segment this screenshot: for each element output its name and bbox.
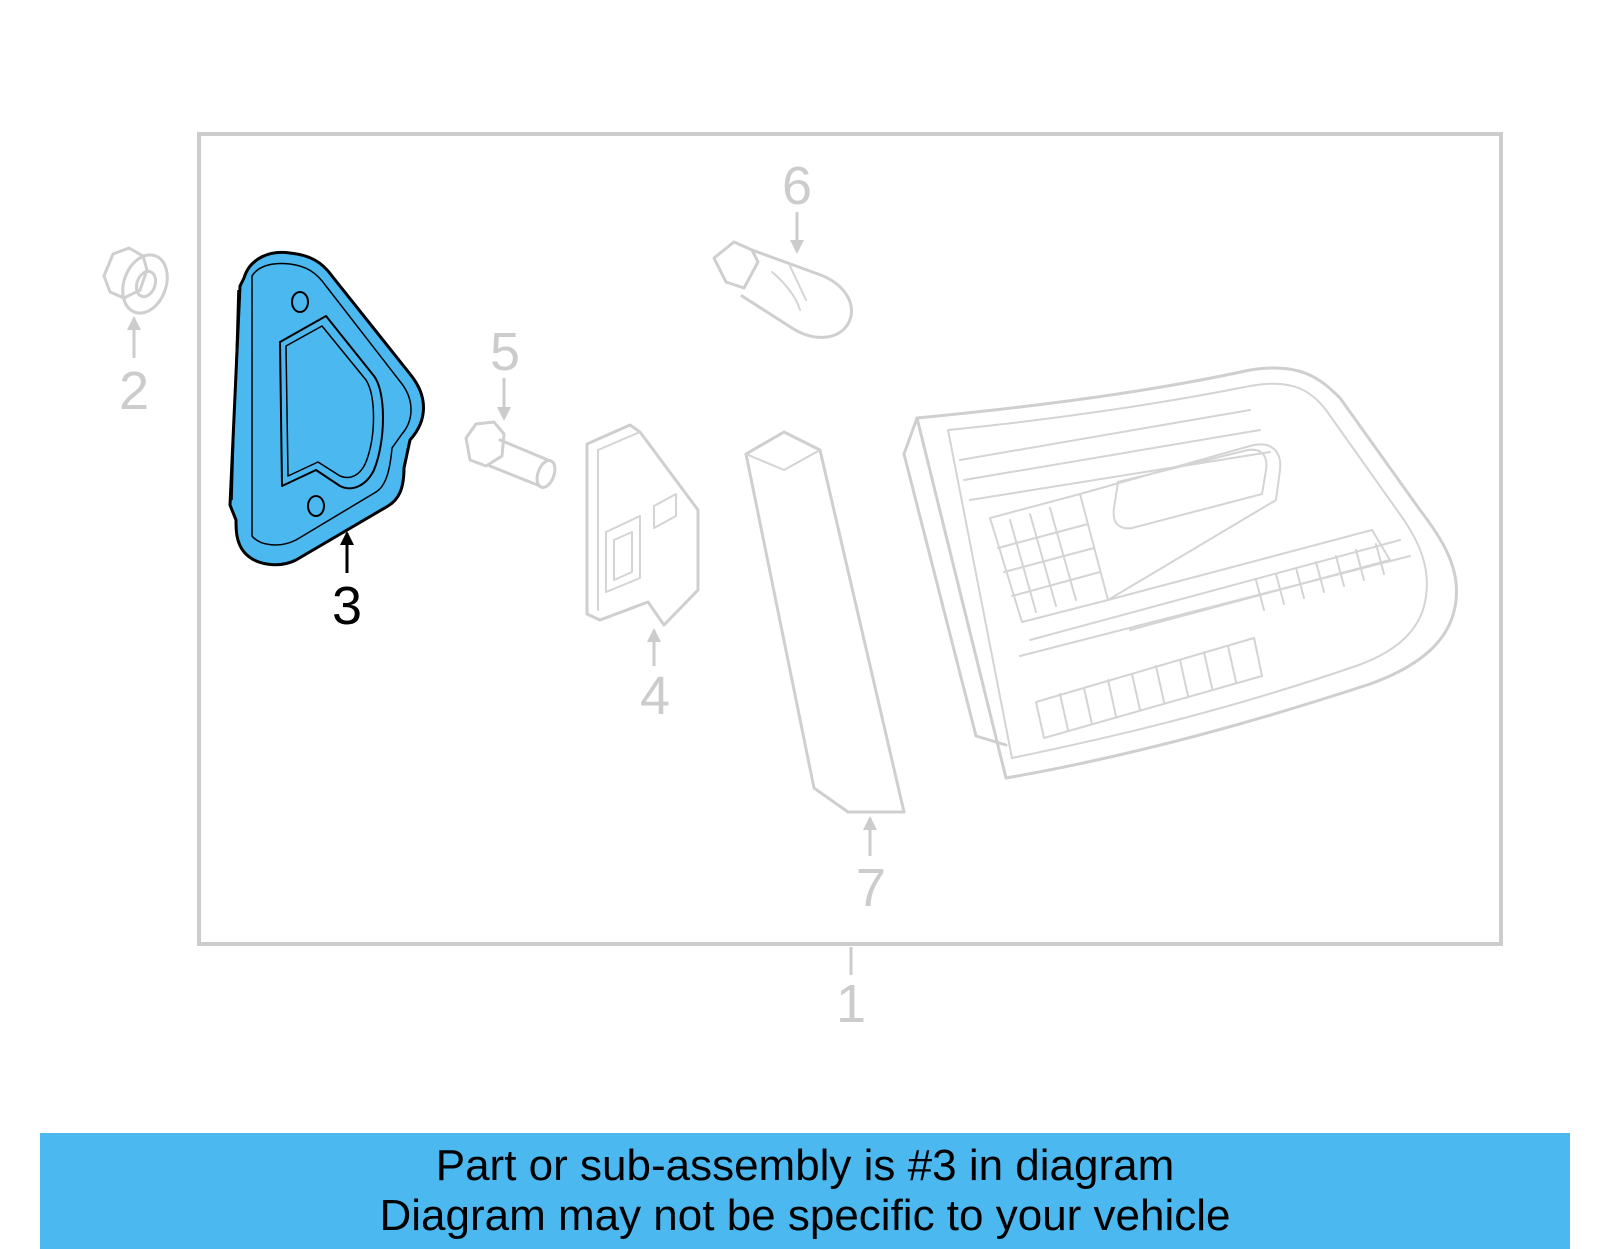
callout-5[interactable]: 5	[490, 322, 520, 382]
callout-3[interactable]: 3	[332, 576, 362, 636]
banner-line-2: Diagram may not be specific to your vehi…	[379, 1191, 1231, 1240]
callout-4[interactable]: 4	[640, 666, 670, 726]
callout-2[interactable]: 2	[119, 361, 149, 421]
callout-2-arrowhead	[127, 316, 141, 330]
part-3-gasket-highlighted[interactable]	[228, 250, 425, 567]
part-6-bulb[interactable]	[712, 240, 853, 339]
callout-4-arrowhead	[647, 628, 661, 642]
part-1-tail-lamp[interactable]	[902, 366, 1459, 780]
callout-6-arrowhead	[790, 240, 804, 254]
assembly-frame	[197, 132, 1503, 946]
part-7-reflector[interactable]	[744, 430, 906, 814]
callout-5-arrowhead	[497, 407, 511, 421]
callout-6[interactable]: 6	[782, 156, 812, 216]
callout-7-arrowhead	[863, 816, 877, 830]
callout-7[interactable]: 7	[856, 858, 886, 918]
banner-line-1: Part or sub-assembly is #3 in diagram	[435, 1141, 1175, 1190]
part-4-bracket[interactable]	[585, 423, 700, 627]
callout-3-arrowhead	[340, 531, 354, 545]
info-banner: Part or sub-assembly is #3 in diagram Di…	[40, 1133, 1570, 1249]
part-2-nut[interactable]	[102, 246, 175, 319]
part-5-bolt[interactable]	[464, 420, 558, 490]
callout-1[interactable]: 1	[836, 974, 866, 1034]
